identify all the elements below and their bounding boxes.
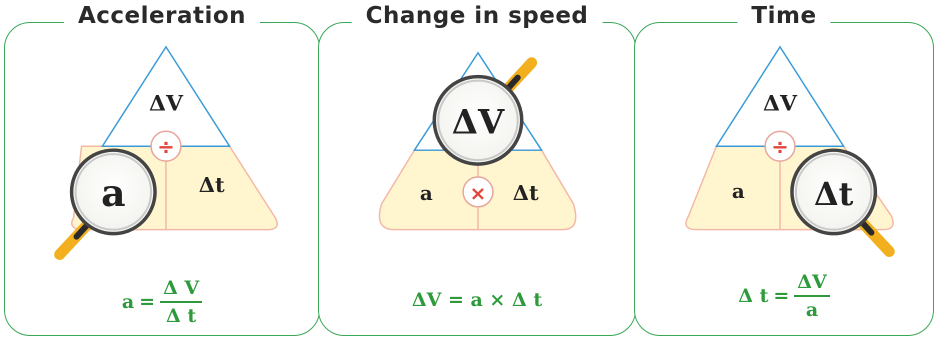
magnifier-icon [790, 148, 895, 257]
formula-fraction: Δ V Δ t [160, 277, 203, 327]
magnifier-lens [69, 148, 157, 236]
formula-equals: = [139, 291, 156, 313]
operator-icon: × [470, 182, 487, 205]
time-title: Time [737, 3, 831, 29]
formula-denominator: a [805, 299, 819, 321]
magnifier-icon [432, 57, 538, 166]
acceleration-panel: Acceleration ΔV Δt ÷ a [4, 3, 320, 336]
acceleration-triangle: ΔV Δt ÷ a [54, 45, 278, 260]
top-label: ΔV [149, 90, 184, 116]
left-label: a [732, 179, 745, 203]
time-panel: Time ΔV a ÷ Δt Δ t [634, 3, 934, 336]
top-label-magnified: ΔV [452, 101, 505, 141]
change-in-speed-triangle: a Δt × ΔV [378, 51, 577, 231]
formula-numerator: ΔV [794, 271, 830, 297]
right-label: Δt [199, 172, 225, 197]
left-label: a [420, 181, 433, 205]
change-in-speed-title: Change in speed [351, 3, 603, 29]
acceleration-formula: a = Δ V Δ t [5, 277, 319, 327]
operator-circle [462, 176, 494, 208]
magnifier-lens [790, 148, 878, 236]
formula-text: ΔV = a × Δ t [411, 289, 543, 311]
left-label-magnified: a [101, 171, 125, 215]
formula-lhs: Δ t [738, 285, 769, 307]
change-in-speed-formula: ΔV = a × Δ t [319, 289, 635, 311]
top-label: ΔV [763, 90, 798, 116]
formula-numerator: Δ V [160, 277, 203, 303]
operator-icon: ÷ [157, 135, 174, 159]
operator-circle [150, 130, 182, 162]
change-in-speed-panel: Change in speed a Δt × ΔV [318, 3, 636, 336]
right-label: Δt [513, 180, 539, 205]
magnifier-lens [432, 74, 524, 166]
time-formula: Δ t = ΔV a [635, 271, 933, 321]
operator-icon: ÷ [771, 135, 788, 159]
operator-circle [764, 130, 796, 162]
magnifier-icon [54, 148, 157, 260]
formula-denominator: Δ t [166, 305, 197, 327]
right-label-magnified: Δt [814, 176, 854, 213]
formula-equals: = [773, 285, 790, 307]
formula-lhs: a [121, 291, 135, 313]
formula-fraction: ΔV a [794, 271, 830, 321]
time-triangle: ΔV a ÷ Δt [685, 45, 895, 257]
acceleration-title: Acceleration [63, 3, 261, 29]
